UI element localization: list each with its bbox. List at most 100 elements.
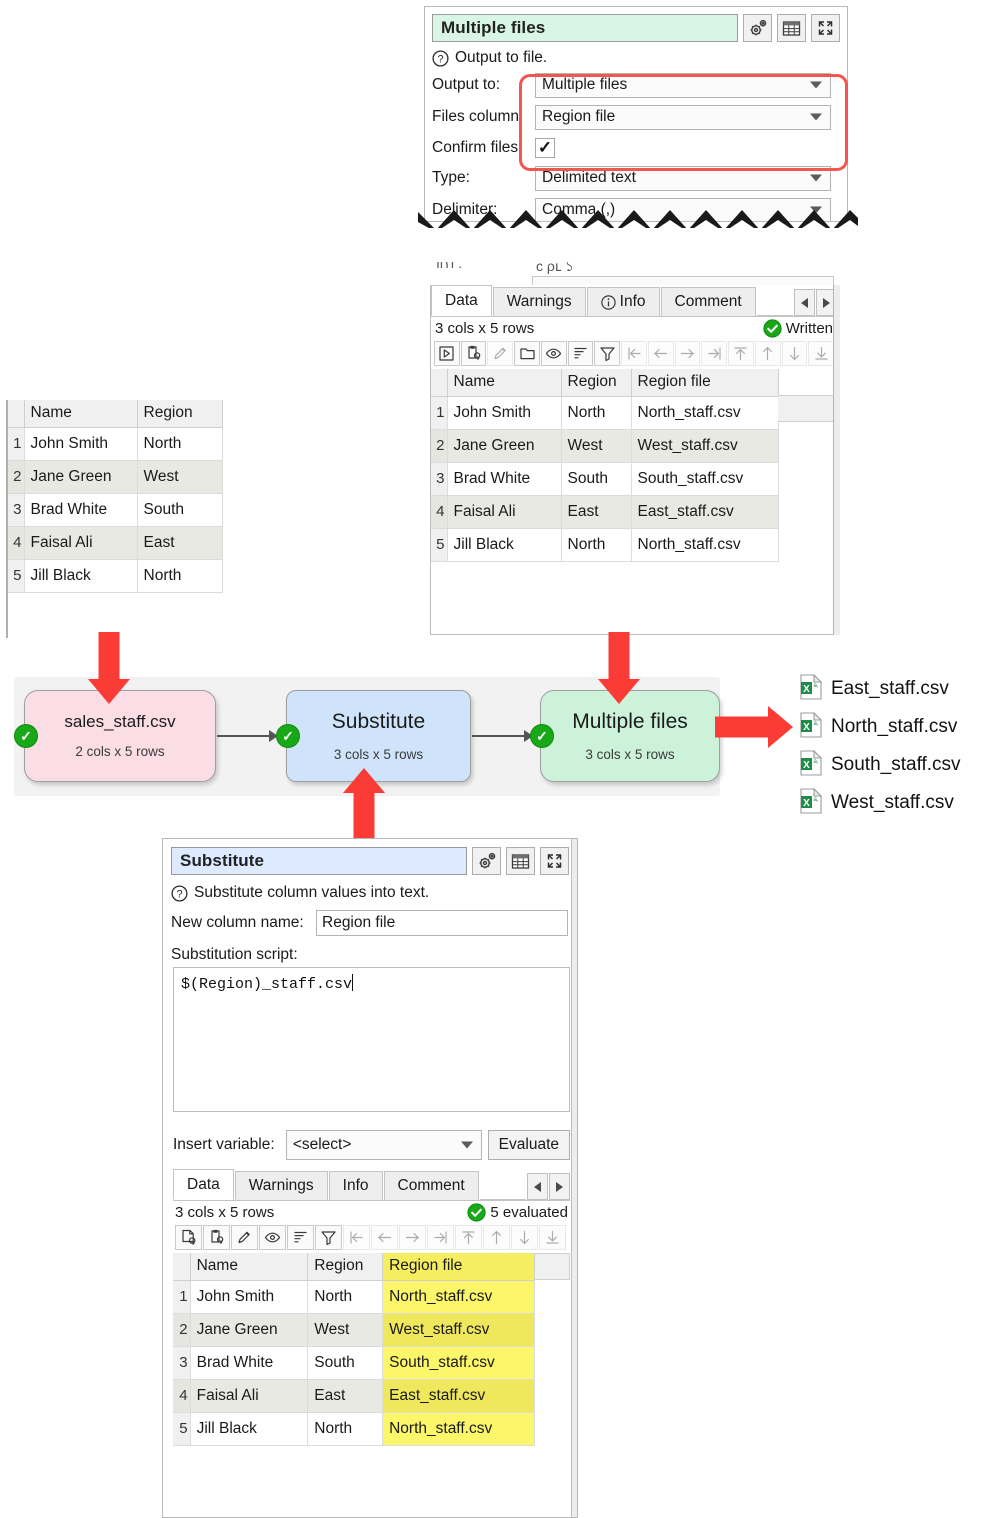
cell-name[interactable]: John Smith — [446, 395, 562, 430]
tab-scroll-right-button[interactable] — [549, 1173, 570, 1200]
panel-right-scroll-edge[interactable] — [833, 285, 840, 635]
cell-region-file[interactable]: West_staff.csv — [630, 428, 779, 463]
cell-region-file[interactable]: North_staff.csv — [382, 1279, 535, 1314]
cell-name[interactable]: Jill Black — [23, 558, 138, 593]
cell-region[interactable]: West — [560, 428, 632, 463]
substitution-script-editor[interactable]: $(Region)_staff.csv — [173, 967, 570, 1112]
filter-icon[interactable] — [594, 341, 621, 366]
cell-region[interactable]: West — [136, 459, 223, 494]
flow-node-multiple-files[interactable]: ✓ Multiple files 3 cols x 5 rows — [530, 690, 720, 782]
cell-region[interactable]: North — [560, 527, 632, 562]
tab-comment[interactable]: Comment — [383, 1171, 479, 1200]
tab-data[interactable]: Data — [173, 1169, 234, 1200]
cell-region[interactable]: North — [307, 1279, 384, 1314]
cell-name[interactable]: Brad White — [23, 492, 138, 527]
tab-info[interactable]: Info — [586, 287, 660, 316]
cell-region-file[interactable]: East_staff.csv — [382, 1378, 535, 1413]
copy-to-clipboard-icon[interactable] — [460, 341, 487, 366]
column-header-name[interactable]: Name — [23, 400, 138, 428]
cell-name[interactable]: Jane Green — [189, 1312, 309, 1347]
cell-region-file[interactable]: North_staff.csv — [630, 527, 779, 562]
cell-region-file[interactable]: East_staff.csv — [630, 494, 779, 529]
expand-icon[interactable] — [811, 14, 840, 42]
cell-region[interactable]: West — [307, 1312, 384, 1347]
cell-region[interactable]: East — [136, 525, 223, 560]
cell-name[interactable]: Faisal Ali — [189, 1378, 309, 1413]
flow-node-substitute[interactable]: ✓ Substitute 3 cols x 5 rows — [276, 690, 471, 782]
cell-name[interactable]: Jill Black — [446, 527, 562, 562]
cell-name[interactable]: John Smith — [189, 1279, 309, 1314]
cell-name[interactable]: Faisal Ali — [446, 494, 562, 529]
cell-region[interactable]: South — [307, 1345, 384, 1380]
cell-name[interactable]: Jane Green — [446, 428, 562, 463]
run-icon[interactable] — [434, 341, 460, 366]
cell-region[interactable]: North — [136, 558, 223, 593]
cell-region[interactable]: South — [560, 461, 632, 496]
tab-scroll-left-button[interactable] — [527, 1173, 548, 1200]
cell-region[interactable]: North — [307, 1411, 384, 1446]
column-header-region[interactable]: Region — [560, 369, 632, 397]
output-to-combo[interactable]: Multiple files — [535, 72, 831, 98]
tab-warnings[interactable]: Warnings — [492, 287, 586, 316]
cell-region-file[interactable]: South_staff.csv — [630, 461, 779, 496]
table-icon[interactable] — [777, 14, 806, 42]
new-column-name-input[interactable]: Region file — [316, 910, 568, 936]
cell-name[interactable]: Faisal Ali — [23, 525, 138, 560]
column-header-region[interactable]: Region — [307, 1253, 384, 1281]
insert-variable-combo[interactable]: <select> — [285, 1130, 482, 1160]
eye-icon[interactable] — [540, 341, 567, 366]
sort-icon[interactable] — [287, 1225, 314, 1250]
list-item[interactable]: X a, North_staff.csv — [800, 708, 1000, 746]
cell-region-file[interactable]: North_staff.csv — [382, 1411, 535, 1446]
cell-region-file[interactable]: North_staff.csv — [630, 395, 779, 430]
sort-icon[interactable] — [567, 341, 594, 366]
column-header-name[interactable]: Name — [446, 369, 562, 397]
panel-right-scroll-edge[interactable] — [571, 839, 577, 1517]
cell-region-file[interactable]: South_staff.csv — [382, 1345, 535, 1380]
list-item[interactable]: X a, South_staff.csv — [800, 746, 1000, 784]
gears-icon[interactable] — [743, 14, 772, 42]
cell-name[interactable]: Brad White — [189, 1345, 309, 1380]
column-header-region-file[interactable]: Region file — [630, 369, 779, 397]
column-header-name[interactable]: Name — [189, 1253, 309, 1281]
cell-region[interactable]: East — [307, 1378, 384, 1413]
cell-region[interactable]: North — [560, 395, 632, 430]
eye-icon[interactable] — [259, 1225, 286, 1250]
type-combo[interactable]: Delimited text — [535, 165, 831, 191]
gears-icon[interactable] — [472, 847, 501, 875]
confirm-files-checkbox[interactable]: ✓ — [535, 137, 555, 158]
list-item[interactable]: X a, East_staff.csv — [800, 670, 1000, 708]
tab-info[interactable]: Info — [328, 1171, 383, 1200]
files-column-combo[interactable]: Region file — [535, 104, 831, 130]
filter-icon[interactable] — [315, 1225, 342, 1250]
cell-name[interactable]: Jane Green — [23, 459, 138, 494]
tab-warnings[interactable]: Warnings — [234, 1171, 328, 1200]
edit-pencil-icon[interactable] — [231, 1225, 258, 1250]
cell-name[interactable]: Jill Black — [189, 1411, 309, 1446]
cell-region[interactable]: East — [560, 494, 632, 529]
expand-icon[interactable] — [540, 847, 569, 875]
column-header-region-file[interactable]: Region file — [382, 1253, 535, 1281]
column-header-region[interactable]: Region — [136, 400, 223, 428]
evaluate-button[interactable]: Evaluate — [487, 1130, 570, 1160]
folder-icon[interactable] — [514, 341, 540, 366]
tab-data[interactable]: Data — [431, 285, 492, 316]
tab-comment[interactable]: Comment — [660, 287, 756, 316]
cell-name[interactable]: Brad White — [446, 461, 562, 496]
cell-region-file[interactable]: West_staff.csv — [382, 1312, 535, 1347]
